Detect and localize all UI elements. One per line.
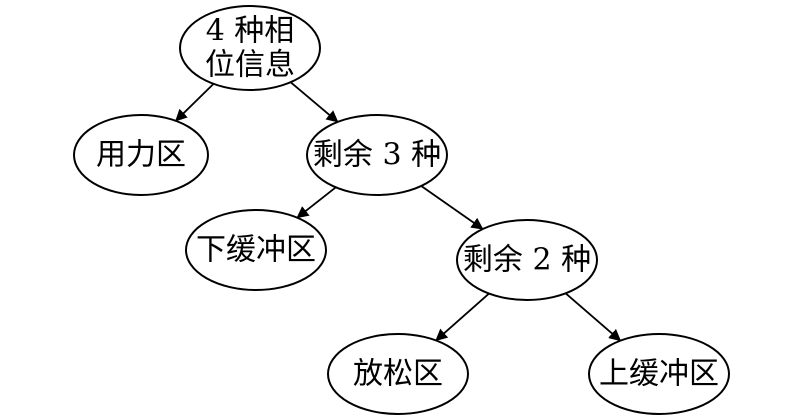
node-label: 放松区 <box>353 357 443 392</box>
arrow-remain2-to-upper-buffer <box>565 292 622 342</box>
node-ellipse <box>179 5 321 91</box>
node-ellipse <box>185 209 327 291</box>
node-label: 上缓冲区 <box>599 357 719 392</box>
edges-layer <box>175 81 622 342</box>
node-label: 下缓冲区 <box>196 233 316 268</box>
node-ellipse <box>327 333 469 415</box>
node-label: 4 种相 <box>206 14 295 49</box>
arrow-remain3-to-lower-buffer <box>296 186 337 219</box>
arrow-remain3-to-remain2 <box>420 185 484 230</box>
node-label: 位信息 <box>205 48 295 83</box>
node-label: 用力区 <box>96 138 186 173</box>
node-upper-buffer: 上缓冲区 <box>588 333 730 415</box>
arrow-root-to-force <box>175 83 215 122</box>
node-ellipse <box>73 114 209 196</box>
node-remain3: 剩余 3 种 <box>306 114 448 196</box>
arrow-root-to-remain3 <box>290 81 339 123</box>
node-ellipse <box>306 114 448 196</box>
arrow-remain2-to-relax <box>435 292 490 342</box>
node-lower-buffer: 下缓冲区 <box>185 209 327 291</box>
node-label: 剩余 2 种 <box>463 243 591 278</box>
node-relax: 放松区 <box>327 333 469 415</box>
node-ellipse <box>456 219 598 301</box>
node-label: 剩余 3 种 <box>313 138 441 173</box>
node-ellipse <box>588 333 730 415</box>
node-force: 用力区 <box>73 114 209 196</box>
node-remain2: 剩余 2 种 <box>456 219 598 301</box>
